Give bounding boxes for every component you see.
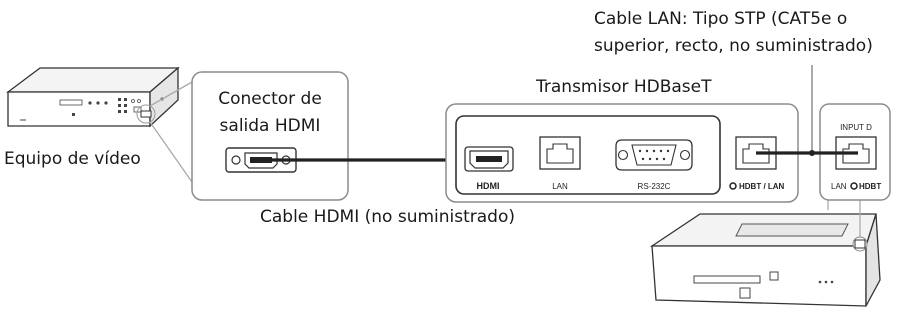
rs232c-port-icon bbox=[615, 139, 693, 171]
transmitter-label: Transmisor HDBaseT bbox=[536, 77, 712, 97]
hdbt-lan-port-label: HDBT / LAN bbox=[739, 182, 785, 191]
transmitter-inner-panel bbox=[455, 115, 721, 195]
projector-lan-label: LAN bbox=[831, 182, 847, 191]
video-equipment-icon bbox=[6, 66, 180, 128]
hdmi-cable-label: Cable HDMI (no suministrado) bbox=[260, 207, 515, 227]
video-equipment-label: Equipo de vídeo bbox=[4, 149, 141, 169]
hdmi-output-connector-label: Conector de salida HDMI bbox=[192, 86, 348, 140]
lan-cable-leader-dot bbox=[809, 150, 815, 156]
input-d-label: INPUT D bbox=[840, 123, 872, 132]
transmitter-hdmi-port-icon bbox=[464, 146, 514, 172]
lan-cable-label-line1: Cable LAN: Tipo STP (CAT5e o bbox=[594, 9, 848, 29]
hdmi-port-label: HDMI bbox=[477, 181, 500, 191]
device-callout-lines bbox=[149, 81, 193, 183]
projector-icon bbox=[649, 213, 881, 307]
projector-hdbt-logo-icon bbox=[850, 182, 858, 190]
hdmi-output-connector-label-line1: Conector de bbox=[218, 89, 322, 109]
hdmi-output-connector-label-line2: salida HDMI bbox=[219, 116, 321, 136]
lan-cable-label-line2: superior, recto, no suministrado) bbox=[594, 36, 873, 56]
hdbt-logo-icon bbox=[729, 182, 737, 190]
lan-cable-label: Cable LAN: Tipo STP (CAT5e o superior, r… bbox=[594, 6, 873, 60]
projector-hdbt-label: HDBT bbox=[859, 182, 881, 191]
rs232c-port-label: RS-232C bbox=[638, 182, 671, 191]
lan-port-label: LAN bbox=[552, 182, 568, 191]
transmitter-lan-port-icon bbox=[539, 136, 581, 170]
